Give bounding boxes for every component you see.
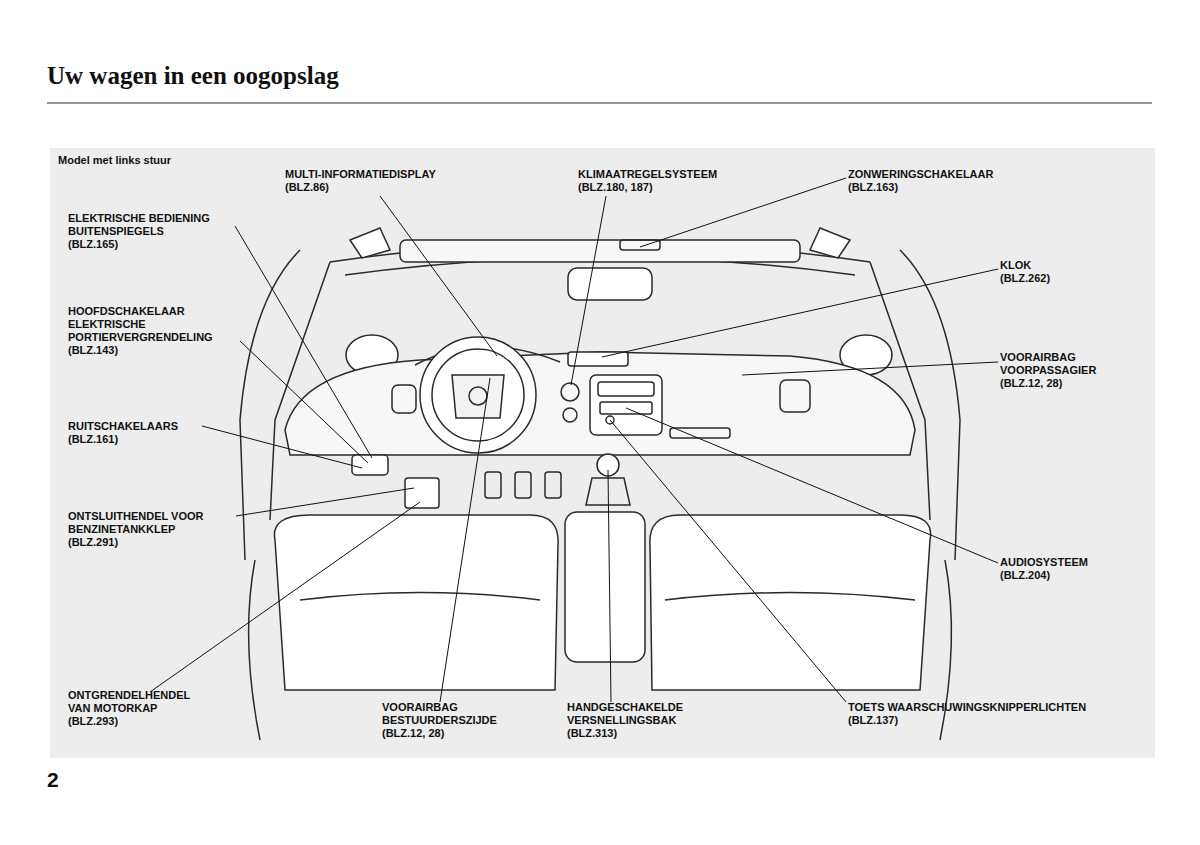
seat-seam (300, 593, 540, 601)
callout: AUDIOSYSTEEM(BLZ.204) (1000, 556, 1088, 582)
page-reference: (BLZ.163) (848, 181, 993, 194)
part-name: AUDIOSYSTEEM (1000, 556, 1088, 569)
leader-line (202, 426, 362, 468)
header-rule (47, 102, 1152, 103)
pedal (485, 472, 501, 498)
callout: KLOK(BLZ.262) (1000, 259, 1050, 285)
model-note: Model met links stuur (58, 154, 171, 166)
steering-wheel (420, 337, 536, 453)
page-reference: (BLZ.291) (68, 536, 228, 549)
door-frame (900, 250, 960, 560)
page-reference: (BLZ.143) (68, 344, 238, 357)
part-name: MULTI-INFORMATIEDISPLAY (285, 168, 436, 181)
part-name: HOOFDSCHAKELAAR ELEKTRISCHE PORTIERVERGR… (68, 305, 238, 344)
part-name: ONTSLUITHENDEL VOOR BENZINETANKKLEP (68, 510, 228, 536)
leader-line (440, 378, 490, 702)
pedal (515, 472, 531, 498)
part-name: VOORAIRBAG BESTUURDERSZIJDE (382, 701, 522, 727)
leader-line (610, 420, 846, 702)
center-stack (590, 375, 662, 435)
part-name: TOETS WAARSCHUWINGSKNIPPERLICHTEN (848, 701, 1086, 714)
part-name: ELEKTRISCHE BEDIENING BUITENSPIEGELS (68, 212, 243, 238)
leader-line (602, 269, 998, 357)
part-name: KLOK (1000, 259, 1050, 272)
airbag-cover (452, 375, 504, 418)
page-reference: (BLZ.12, 28) (1000, 377, 1115, 390)
seat-seam (665, 593, 915, 601)
leader-line (235, 226, 372, 458)
roof-console (400, 240, 800, 262)
callout: ONTSLUITHENDEL VOOR BENZINETANKKLEP(BLZ.… (68, 510, 228, 549)
part-name: KLIMAATREGELSYSTEEM (578, 168, 717, 181)
illustration-background (50, 148, 1155, 758)
page-reference: (BLZ.12, 28) (382, 727, 522, 740)
callout: ELEKTRISCHE BEDIENING BUITENSPIEGELS(BLZ… (68, 212, 243, 251)
page-reference: (BLZ.313) (567, 727, 707, 740)
driver-seat (274, 515, 558, 690)
glovebox-handle (670, 428, 730, 438)
car-outline (240, 228, 960, 740)
callout: HOOFDSCHAKELAAR ELEKTRISCHE PORTIERVERGR… (68, 305, 238, 357)
sunroof-switch (620, 240, 660, 250)
callout: ZONWERINGSCHAKELAAR(BLZ.163) (848, 168, 993, 194)
leader-line (150, 502, 420, 692)
leader-line (380, 196, 497, 356)
center-vent (598, 382, 654, 396)
page-reference: (BLZ.180, 187) (578, 181, 717, 194)
callout: VOORAIRBAG BESTUURDERSZIJDE(BLZ.12, 28) (382, 701, 522, 740)
rearview-mirror (568, 268, 652, 300)
pedal (545, 472, 561, 498)
page-reference: (BLZ.161) (68, 433, 178, 446)
callout: TOETS WAARSCHUWINGSKNIPPERLICHTEN(BLZ.13… (848, 701, 1086, 727)
page-reference: (BLZ.293) (68, 715, 203, 728)
callout: KLIMAATREGELSYSTEEM(BLZ.180, 187) (578, 168, 717, 194)
climate-knob (563, 408, 577, 422)
page-number: 2 (47, 768, 59, 792)
leader-line (240, 341, 368, 463)
callout: ONTGRENDELHENDEL VAN MOTORKAP(BLZ.293) (68, 689, 203, 728)
callout: RUITSCHAKELAARS(BLZ.161) (68, 420, 178, 446)
part-name: VOORAIRBAG VOORPASSAGIER (1000, 351, 1115, 377)
callout: HANDGESCHAKELDE VERSNELLINGSBAK(BLZ.313) (567, 701, 707, 740)
part-name: HANDGESCHAKELDE VERSNELLINGSBAK (567, 701, 707, 727)
sun-visor (810, 228, 850, 258)
page-title: Uw wagen in een oogopslag (47, 62, 339, 90)
window-switches (352, 455, 388, 475)
climate-knob (561, 383, 579, 401)
leader-line (626, 408, 998, 563)
side-vent (392, 385, 416, 413)
lever-panel (405, 478, 439, 508)
passenger-seat (650, 515, 931, 690)
steering-wheel-rim (432, 349, 524, 441)
part-name: RUITSCHAKELAARS (68, 420, 178, 433)
leader-line (640, 178, 846, 247)
leader-lines (150, 178, 998, 702)
leader-line (608, 470, 611, 702)
part-name: ZONWERINGSCHAKELAAR (848, 168, 993, 181)
page-reference: (BLZ.165) (68, 238, 243, 251)
part-name: ONTGRENDELHENDEL VAN MOTORKAP (68, 689, 203, 715)
leader-line (236, 488, 414, 516)
page-reference: (BLZ.86) (285, 181, 436, 194)
leader-line (571, 196, 606, 385)
door-panel (249, 560, 260, 740)
emblem (469, 387, 487, 405)
page-reference: (BLZ.262) (1000, 272, 1050, 285)
sun-visor (350, 228, 390, 258)
dashboard (285, 352, 915, 455)
leader-line (742, 362, 998, 375)
page-reference: (BLZ.204) (1000, 569, 1088, 582)
callout: VOORAIRBAG VOORPASSAGIER(BLZ.12, 28) (1000, 351, 1115, 390)
page-reference: (BLZ.137) (848, 714, 1086, 727)
center-console (565, 512, 645, 662)
side-vent (780, 380, 810, 412)
callout: MULTI-INFORMATIEDISPLAY(BLZ.86) (285, 168, 436, 194)
